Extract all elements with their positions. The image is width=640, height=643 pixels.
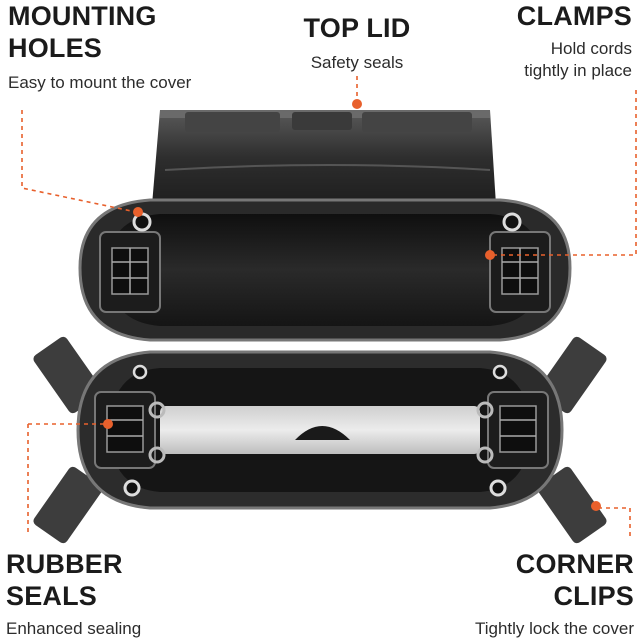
clamps-callout: CLAMPS Hold cords tightly in place	[517, 0, 632, 82]
mounting-holes-title: MOUNTING HOLES	[8, 1, 157, 63]
callout-markers	[103, 99, 601, 511]
mounting-holes-marker-icon	[133, 207, 143, 217]
rubber-seals-marker-icon	[103, 419, 113, 429]
top-lid	[152, 110, 496, 205]
mounting-holes-subtitle: Easy to mount the cover	[8, 73, 192, 92]
upper-tray	[78, 198, 572, 342]
rubber-seals-subtitle: Enhanced sealing	[6, 619, 142, 638]
top-lid-subtitle: Safety seals	[310, 53, 404, 72]
rubber-seals-title: RUBBER SEALS	[6, 549, 123, 611]
mounting-holes-callout: MOUNTING HOLES Easy to mount the cover	[8, 0, 191, 94]
clamps-title: CLAMPS	[516, 1, 632, 31]
clamps-marker-icon	[485, 250, 495, 260]
top-lid-title: TOP LID	[303, 13, 411, 43]
corner-clips-title: CORNER CLIPS	[515, 549, 634, 611]
corner-clips-subtitle: Tightly lock the cover	[474, 619, 634, 638]
lower-tray	[33, 336, 607, 544]
top-lid-marker-icon	[352, 99, 362, 109]
rubber-seals-callout: RUBBER SEALS Enhanced sealing	[6, 548, 141, 640]
top-lid-callout: TOP LID Safety seals	[262, 12, 452, 74]
corner-clips-callout: CORNER CLIPS Tightly lock the cover	[475, 548, 634, 640]
clamps-subtitle: Hold cords tightly in place	[524, 39, 632, 80]
callout-lines	[21, 76, 637, 536]
corner-clips-marker-icon	[591, 501, 601, 511]
